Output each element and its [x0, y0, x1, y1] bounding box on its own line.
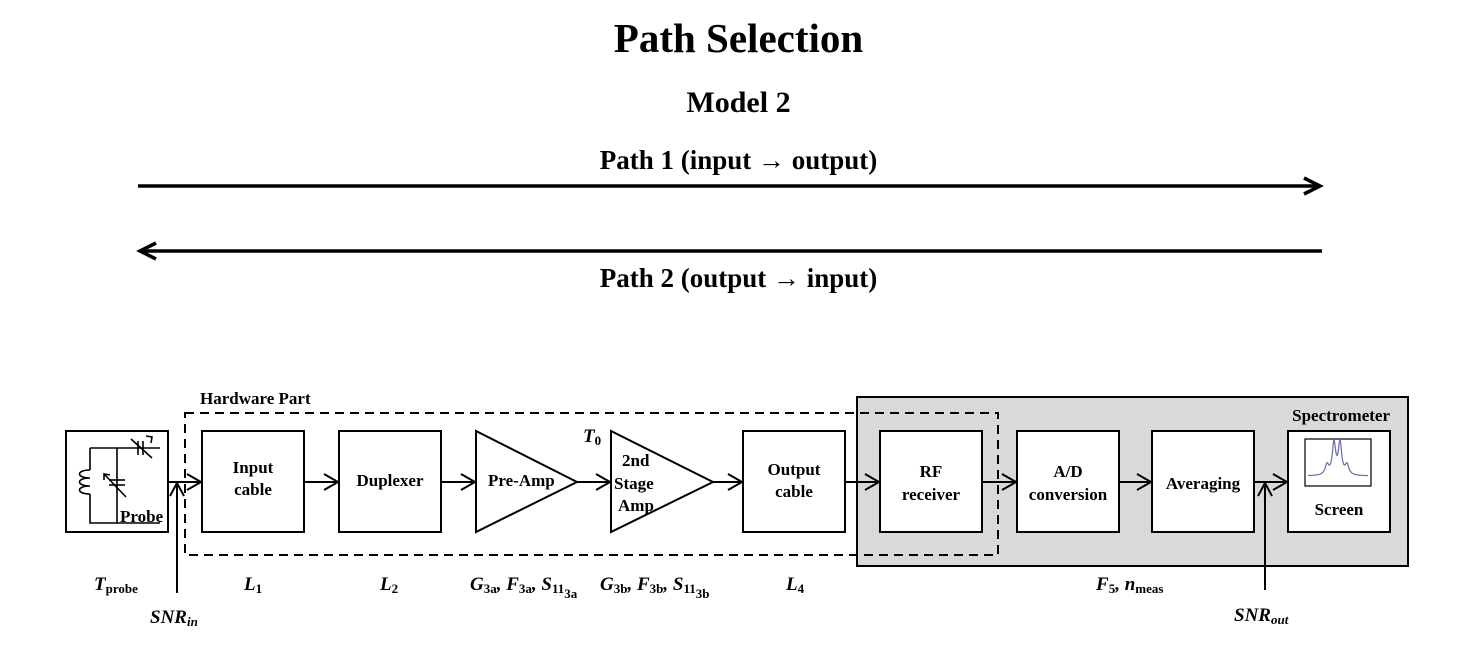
l4-label: L4	[785, 574, 805, 596]
spectrometer-label: Spectrometer	[1292, 406, 1390, 425]
t-probe-label: Tprobe	[94, 574, 138, 596]
input-cable-block: Input cable	[201, 430, 305, 533]
rf-receiver-block: RF receiver	[879, 430, 983, 533]
t0-label: T0	[583, 426, 601, 448]
output-cable-block: Output cable	[742, 430, 846, 533]
input-cable-label-1: Input	[233, 458, 274, 477]
rf-receiver-label-1: RF	[920, 462, 943, 481]
snr-out-arrow	[1257, 480, 1273, 590]
second-stage-label-2: Stage	[614, 474, 654, 493]
hardware-part-label: Hardware Part	[200, 389, 311, 408]
signal-arrow	[441, 473, 478, 491]
snr-in-arrow	[169, 480, 185, 593]
probe-label: Probe	[120, 507, 164, 526]
path1-label: Path 1 (input → output)	[599, 145, 878, 175]
signal-arrow	[304, 473, 341, 491]
snr-in-label: SNRin	[150, 607, 198, 629]
second-stage-params-label: G3b, F3b, S113b	[600, 574, 710, 601]
signal-arrow	[577, 473, 613, 491]
averaging-block: Averaging	[1151, 430, 1255, 533]
signal-arrow	[845, 473, 882, 491]
l2-label: L2	[379, 574, 398, 596]
path2-arrow	[136, 241, 1322, 261]
second-stage-label-3: Amp	[618, 496, 654, 515]
output-cable-label-2: cable	[775, 482, 813, 501]
l1-label: L1	[243, 574, 262, 596]
second-stage-amp-block: 2nd Stage Amp	[610, 429, 716, 534]
ad-conversion-label-2: conversion	[1029, 485, 1108, 504]
snr-out-label: SNRout	[1234, 605, 1289, 627]
signal-arrows	[168, 473, 1290, 491]
signal-arrow	[1119, 473, 1154, 491]
model-subtitle: Model 2	[686, 86, 791, 119]
spectrum-icon	[1304, 438, 1372, 487]
ad-conversion-block: A/D conversion	[1016, 430, 1120, 533]
f5-nmeas-label: F5, nmeas	[1095, 574, 1163, 596]
averaging-label: Averaging	[1166, 474, 1241, 493]
ad-conversion-label-1: A/D	[1053, 462, 1082, 481]
screen-label: Screen	[1315, 500, 1364, 519]
signal-arrow	[982, 473, 1019, 491]
probe-block: Probe	[65, 430, 169, 533]
probe-circuit-icon	[78, 435, 160, 524]
rf-receiver-label-2: receiver	[902, 485, 961, 504]
signal-arrow	[713, 473, 745, 491]
page-title: Path Selection	[613, 15, 864, 61]
hardware-part-group	[184, 412, 999, 556]
input-cable-label-2: cable	[234, 480, 272, 499]
second-stage-label-1: 2nd	[622, 451, 650, 470]
spectrum-trace	[1308, 437, 1368, 477]
preamp-label: Pre-Amp	[488, 471, 555, 490]
screen-block: Screen	[1287, 430, 1391, 533]
signal-arrow	[168, 473, 204, 491]
path2-label: Path 2 (output → input)	[599, 263, 878, 293]
preamp-block: Pre-Amp	[475, 429, 580, 534]
duplexer-block: Duplexer	[338, 430, 442, 533]
duplexer-label: Duplexer	[356, 471, 424, 490]
path1-arrow	[138, 176, 1324, 196]
output-cable-label-1: Output	[768, 460, 821, 479]
signal-arrow	[1254, 473, 1290, 491]
preamp-params-label: G3a, F3a, S113a	[470, 574, 578, 601]
